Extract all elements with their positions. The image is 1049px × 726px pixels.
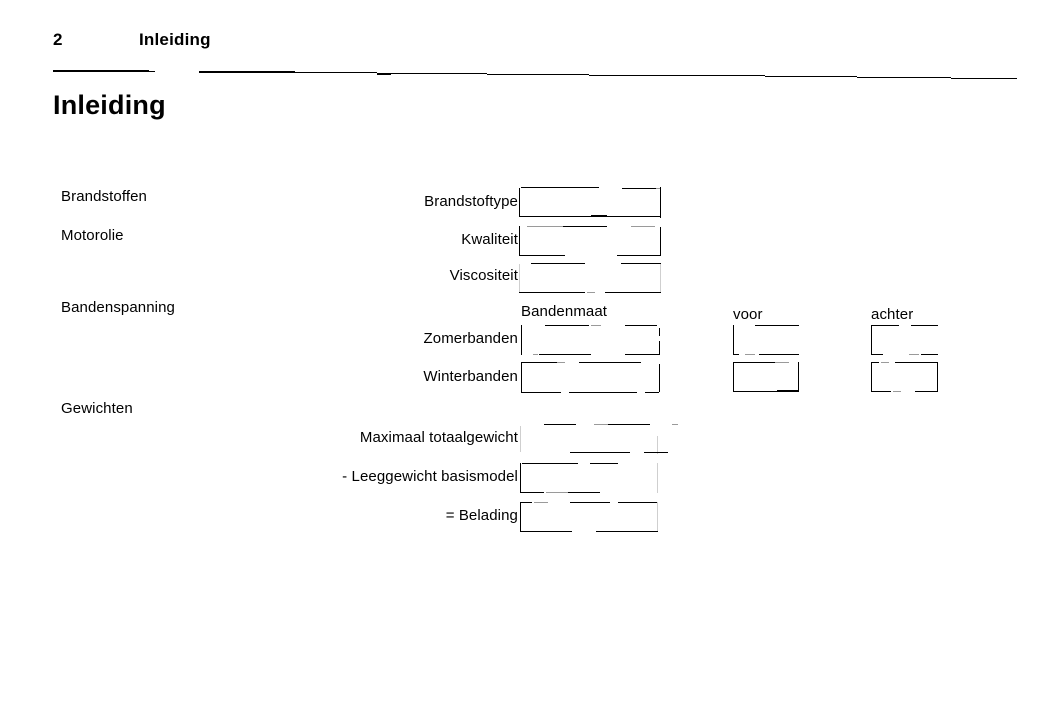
running-header-title: Inleiding — [139, 30, 211, 49]
page-title: Inleiding — [53, 90, 166, 120]
header-divider-rule — [0, 60, 1049, 82]
page-number: 2 — [53, 30, 63, 49]
section-label-fuels: Brandstoffen — [61, 188, 147, 205]
field-label-fuel-type: Brandstoftype — [424, 193, 518, 210]
input-winter-rear-pressure[interactable] — [871, 362, 938, 393]
input-winter-tyre-size[interactable] — [521, 362, 660, 393]
field-label-payload: = Belading — [445, 507, 518, 524]
input-fuel-type[interactable] — [519, 187, 661, 218]
row-label-summer-tyres: Zomerbanden — [423, 330, 518, 347]
field-label-oil-viscosity: Viscositeit — [449, 267, 518, 284]
field-label-oil-quality: Kwaliteit — [461, 231, 518, 248]
row-label-winter-tyres: Winterbanden — [423, 368, 518, 385]
section-label-engine-oil: Motorolie — [61, 227, 124, 244]
input-summer-rear-pressure[interactable] — [871, 325, 938, 356]
input-max-total-weight[interactable] — [520, 424, 678, 455]
field-label-kerb-weight: - Leeggewicht basismodel — [342, 468, 518, 485]
input-kerb-weight[interactable] — [520, 463, 658, 494]
input-summer-tyre-size[interactable] — [521, 325, 660, 356]
column-caption-tyre-size: Bandenmaat — [521, 303, 608, 320]
input-summer-front-pressure[interactable] — [733, 325, 799, 356]
input-oil-viscosity[interactable] — [519, 263, 661, 294]
column-caption-rear-axle: achter — [871, 306, 914, 323]
field-label-max-total-weight: Maximaal totaalgewicht — [359, 429, 518, 446]
section-label-tyre-pressure: Bandenspanning — [61, 299, 176, 316]
column-caption-front-axle: voor — [733, 306, 763, 323]
input-oil-quality[interactable] — [519, 226, 661, 257]
input-payload[interactable] — [520, 502, 658, 533]
input-winter-front-pressure[interactable] — [733, 362, 799, 393]
section-label-weights: Gewichten — [61, 400, 133, 417]
